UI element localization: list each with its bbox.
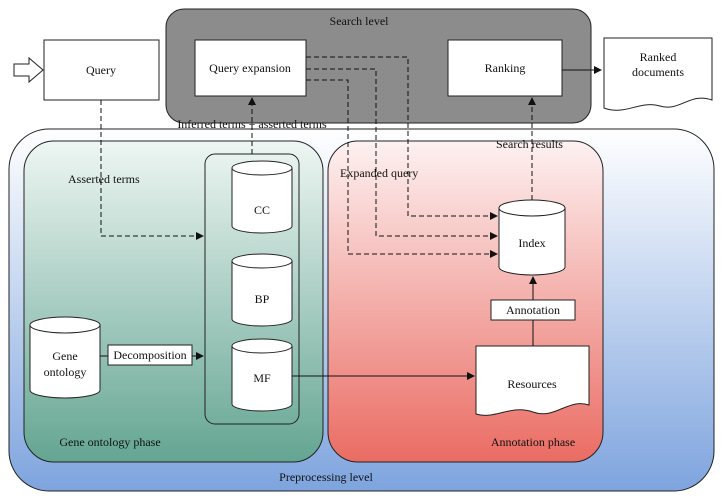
mf-label: MF <box>253 371 271 385</box>
query-label: Query <box>86 63 116 77</box>
annotation-label: Annotation <box>506 303 560 317</box>
ranking-box[interactable] <box>447 39 563 97</box>
ranked-documents-label-line2: documents <box>632 65 684 79</box>
cc-label: CC <box>254 203 270 217</box>
label-expanded-query: Expanded query <box>340 166 418 180</box>
ranking-label: Ranking <box>485 61 526 75</box>
label-inferred-asserted-terms: Inferred terms + asserted terms <box>177 117 327 131</box>
bp-cylinder[interactable] <box>231 253 293 327</box>
edge-expanded-query-1 <box>306 56 498 220</box>
ranked-documents-label-line1: Ranked <box>640 50 677 64</box>
mf-cylinder[interactable] <box>231 338 293 412</box>
gene-ontology-label-line2: ontology <box>44 365 87 379</box>
query-expansion-label: Query expansion <box>209 61 291 75</box>
resources-label: Resources <box>507 377 557 391</box>
query-box[interactable] <box>43 39 160 101</box>
edge-query-to-terms <box>100 100 204 240</box>
edge-expanded-query-2 <box>306 68 498 240</box>
index-cylinder[interactable] <box>498 199 566 276</box>
input-arrow-icon <box>13 56 44 84</box>
bp-label: BP <box>255 292 270 306</box>
resources-shape[interactable] <box>475 345 590 416</box>
ranked-documents-shape[interactable] <box>603 37 713 111</box>
decomposition-box[interactable] <box>107 344 193 366</box>
gene-ontology-label-line1: Gene <box>52 349 77 363</box>
cc-cylinder[interactable] <box>231 160 293 234</box>
annotation-phase-label: Annotation phase <box>491 435 575 449</box>
label-search-results: Search results <box>496 137 563 151</box>
gene-ontology-cylinder[interactable] <box>29 316 101 399</box>
index-label: Index <box>518 236 545 250</box>
label-asserted-terms: Asserted terms <box>68 172 140 186</box>
edge-expanded-query-3 <box>306 79 498 258</box>
preprocessing-level-label: Preprocessing level <box>279 470 373 484</box>
query-expansion-box[interactable] <box>194 39 307 97</box>
gene-ontology-phase-label: Gene ontology phase <box>59 435 160 449</box>
decomposition-label: Decomposition <box>113 348 186 362</box>
search-level-label: Search level <box>330 14 390 28</box>
